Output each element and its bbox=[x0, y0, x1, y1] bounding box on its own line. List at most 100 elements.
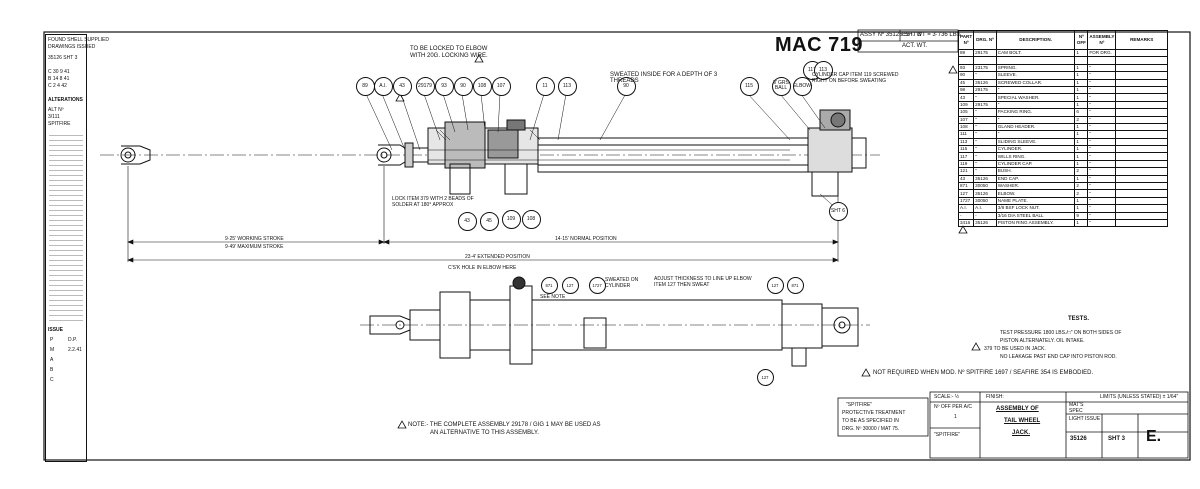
item-bubble: ELBOW bbox=[792, 76, 812, 96]
parts-cell: 30050 bbox=[973, 196, 997, 206]
item-bubble: 108 bbox=[521, 209, 541, 229]
parts-cell: " bbox=[1087, 145, 1117, 154]
parts-cell: 1 bbox=[1074, 174, 1089, 184]
parts-cell: " bbox=[1087, 218, 1117, 228]
parts-cell: - bbox=[957, 211, 975, 221]
parts-cell bbox=[1115, 137, 1168, 147]
parts-cell: SPRING. bbox=[995, 63, 1076, 73]
parts-row: 121"BUSH.2" bbox=[957, 167, 1168, 176]
parts-cell: 43 bbox=[957, 93, 975, 102]
parts-cell bbox=[1115, 56, 1168, 65]
parts-cell: 43 bbox=[957, 174, 975, 184]
parts-cell: 3/16 DIA STEEL BALL bbox=[995, 211, 1076, 221]
parts-cell: 1 bbox=[1074, 196, 1089, 206]
parts-cell bbox=[1115, 174, 1168, 184]
parts-cell: WILLS RING. bbox=[995, 152, 1076, 161]
bottom-note-line-1: NOTE:- THE COMPLETE ASSEMBLY 29178 / GIG… bbox=[408, 422, 601, 428]
item-bubble: 127 bbox=[756, 368, 774, 386]
tests-title: TESTS. bbox=[1068, 316, 1090, 322]
no-per-ac-label: Nº OFF PER A/C bbox=[934, 404, 972, 410]
parts-cell: SLIDING SLEEVE. bbox=[995, 137, 1076, 147]
sweated-callout: SWEATED INSIDE FOR A DEPTH OF 3 THREADS bbox=[610, 72, 718, 84]
parts-cell: " bbox=[1087, 85, 1117, 95]
parts-cell: " bbox=[973, 108, 997, 117]
item-bubble: 109 bbox=[501, 209, 521, 229]
parts-cell: 23175 bbox=[973, 63, 997, 73]
issue-row-2: M bbox=[50, 347, 55, 353]
alteration-notes-block bbox=[49, 131, 83, 321]
parts-cell: " bbox=[1087, 211, 1117, 221]
parts-cell: " bbox=[973, 152, 997, 161]
parts-cell: FOR DRG. bbox=[1087, 48, 1117, 58]
parts-cell: " bbox=[973, 167, 997, 176]
parts-cell: " bbox=[973, 115, 997, 124]
issue-row-5: C bbox=[50, 377, 54, 383]
working-stroke-label: 9·25' WORKING STROKE bbox=[225, 236, 284, 242]
parts-cell bbox=[1115, 211, 1168, 221]
issue-letter: E. bbox=[1146, 428, 1162, 445]
adjust-callout: ADJUST THICKNESS TO LINE UP ELBOW ITEM 1… bbox=[654, 276, 752, 288]
item-bubble: 113 bbox=[813, 60, 833, 80]
parts-cell: CYLINDER. bbox=[995, 145, 1076, 154]
upper-jack-section bbox=[100, 109, 880, 197]
parts-cell: 2 bbox=[1074, 115, 1089, 124]
parts-cell bbox=[1087, 56, 1117, 65]
spitfire-box-2: PROTECTIVE TREATMENT bbox=[842, 410, 906, 416]
parts-row: 90"SLEEVE.1" bbox=[957, 71, 1168, 80]
parts-cell: 98 bbox=[957, 85, 975, 95]
item-bubble: 43 bbox=[392, 76, 412, 96]
parts-cell: 30050 bbox=[973, 182, 997, 191]
parts-cell: PACKING RING. bbox=[995, 108, 1076, 117]
item-bubble: 871 bbox=[540, 276, 558, 294]
parts-cell bbox=[1115, 130, 1168, 139]
parts-cell: BUSH. bbox=[995, 167, 1076, 176]
parts-cell: 45 bbox=[957, 78, 975, 87]
parts-cell: 1 bbox=[1074, 204, 1089, 213]
parts-cell: " bbox=[1087, 196, 1117, 206]
parts-cell: 2 bbox=[1074, 182, 1089, 191]
lock-note-2: WITH 20G. LOCKING WIRE. bbox=[410, 53, 488, 59]
issue-row-3: A bbox=[50, 357, 54, 363]
assembly-title-1: ASSEMBLY OF bbox=[996, 406, 1039, 412]
parts-cell: 35126 bbox=[973, 189, 997, 198]
issue-row-4: B bbox=[50, 367, 54, 373]
parts-row: 105"PACKING RING.6" bbox=[957, 108, 1168, 117]
issue-row-1-val: D.P. bbox=[68, 337, 78, 343]
sheet-number: SHT 3 bbox=[1108, 436, 1126, 442]
item-bubble: 1727 bbox=[588, 276, 606, 294]
drawing-title: MAC 719 bbox=[775, 34, 863, 56]
item-bubble: SHT 6 bbox=[828, 201, 848, 221]
parts-cell: " bbox=[1087, 122, 1117, 132]
parts-cell: 1 bbox=[1074, 130, 1089, 139]
qty-value: 1 bbox=[954, 414, 957, 420]
parts-cell: 1 bbox=[1074, 159, 1089, 169]
parts-cell: 6 bbox=[1074, 108, 1089, 117]
parts-cell: 117 bbox=[957, 152, 975, 161]
parts-cell: 29175 bbox=[973, 85, 997, 95]
item-bubble: 89 bbox=[355, 76, 375, 96]
normal-position-label: 14·15' NORMAL POSITION bbox=[555, 236, 617, 242]
parts-cell: " bbox=[1087, 78, 1117, 87]
parts-cell: NAME PLATE. bbox=[995, 196, 1076, 206]
parts-cell bbox=[1115, 71, 1168, 80]
parts-col-part: PART Nº bbox=[957, 30, 975, 50]
item-bubble: 45 bbox=[479, 211, 499, 231]
parts-cell bbox=[1115, 115, 1168, 124]
item-bubble: 127 bbox=[561, 276, 579, 294]
parts-cell bbox=[1115, 189, 1168, 198]
assembly-title-3: JACK. bbox=[1012, 430, 1031, 436]
not-required-note: NOT REQUIRED WHEN MOD. Nº SPITFIRE 1697 … bbox=[873, 370, 1094, 376]
parts-header-row: PART Nº DRG. Nº DESCRIPTION. Nº OFF ASSE… bbox=[957, 30, 1168, 50]
scale-label: SCALE:- ½ bbox=[934, 394, 960, 400]
parts-cell bbox=[1115, 93, 1168, 102]
parts-cell: 29175 bbox=[973, 48, 997, 58]
